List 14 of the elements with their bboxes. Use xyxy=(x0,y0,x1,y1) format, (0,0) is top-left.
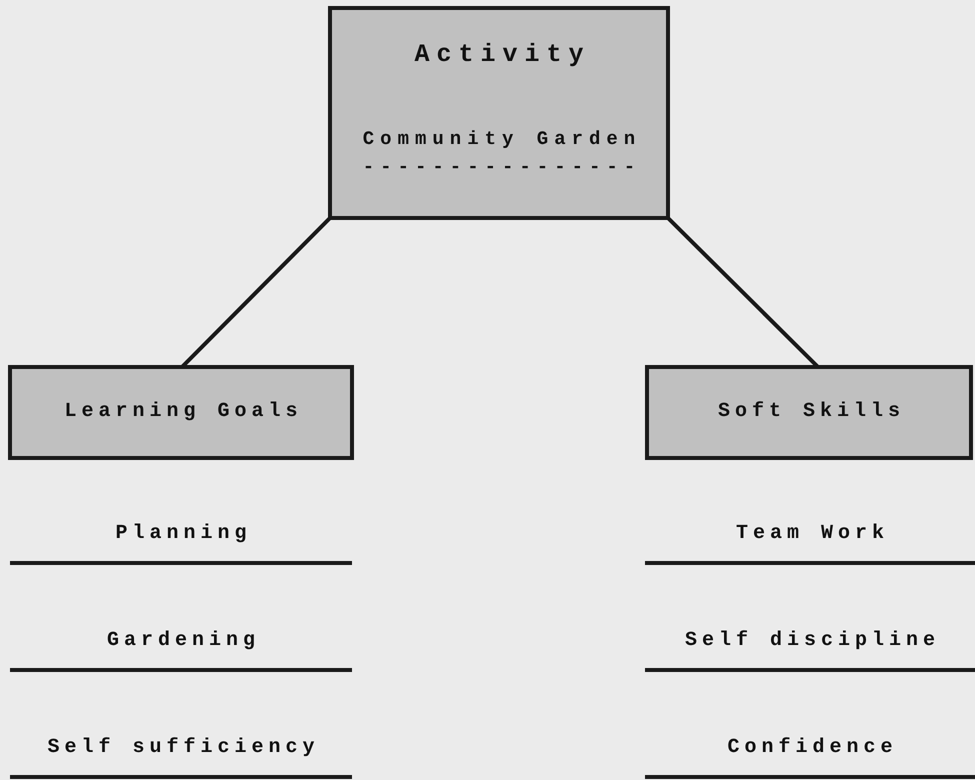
box-title: Activity xyxy=(413,40,592,69)
list-item-text: Gardening xyxy=(106,629,262,652)
box-text: Community Garden xyxy=(362,128,642,150)
category-box xyxy=(328,6,670,220)
list-item-text: Confidence xyxy=(726,736,899,759)
list-item-text: Self discipline xyxy=(684,629,942,652)
dashed-underline-text: ---------------- xyxy=(362,156,642,178)
list-item-text: Planning xyxy=(114,522,252,545)
box-title: Soft Skills xyxy=(716,400,906,422)
list-item-text: Self sufficiency xyxy=(46,736,321,759)
box-title: Learning Goals xyxy=(63,400,304,422)
category-box xyxy=(645,365,973,460)
list-item-text: Team Work xyxy=(734,522,890,545)
category-box xyxy=(8,365,354,460)
